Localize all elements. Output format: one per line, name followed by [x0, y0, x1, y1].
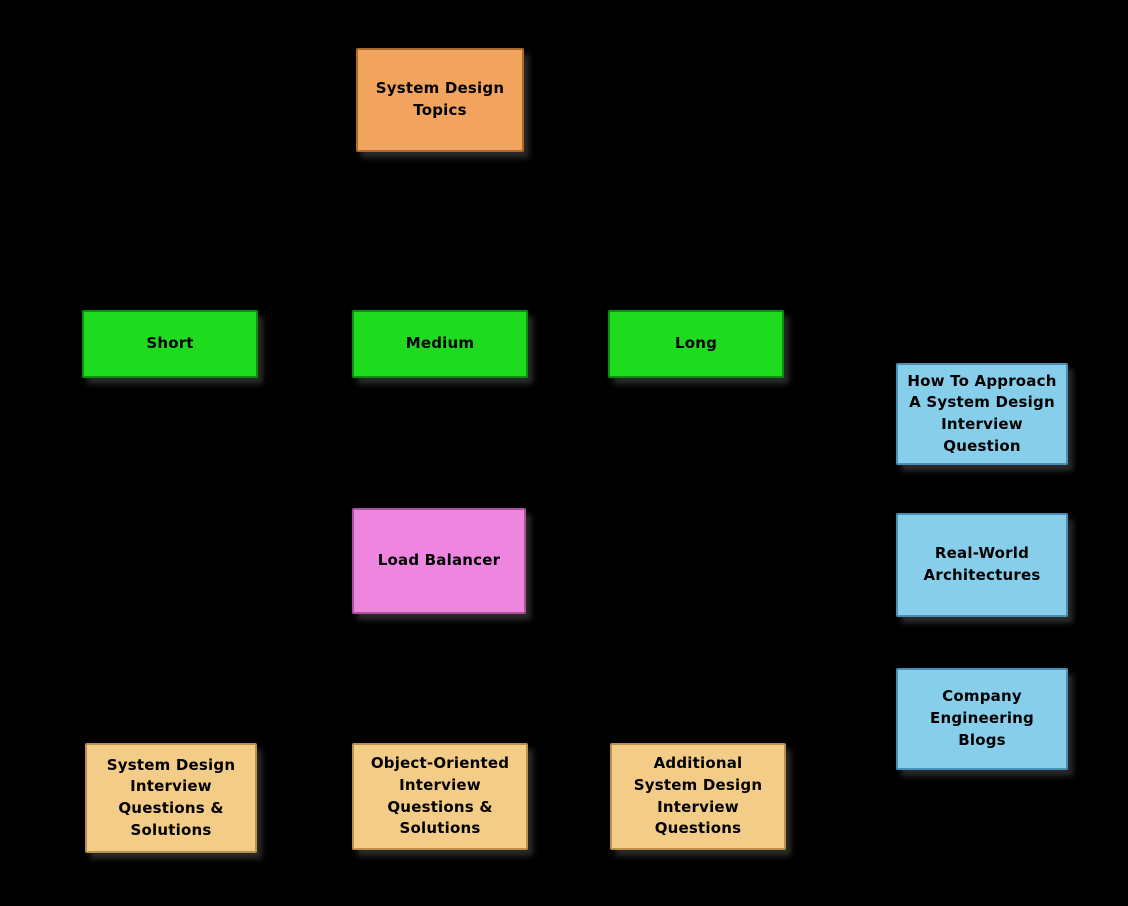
node-object-oriented-interview-questions: Object-Oriented Interview Questions & So… [352, 743, 528, 850]
node-label: Company Engineering Blogs [930, 687, 1034, 749]
node-long: Long [608, 310, 784, 378]
node-label: Object-Oriented Interview Questions & So… [370, 754, 510, 838]
node-label: How To Approach A System Design Intervie… [907, 371, 1057, 455]
node-label: System Design Interview Questions & Solu… [106, 755, 236, 839]
node-real-world-architectures: Real-World Architectures [896, 513, 1068, 617]
node-label: System Design Topics [375, 79, 505, 119]
node-label: Real-World Architectures [923, 544, 1041, 584]
node-system-design-interview-questions: System Design Interview Questions & Solu… [85, 743, 257, 853]
node-how-to-approach-interview-question: How To Approach A System Design Intervie… [896, 363, 1068, 465]
node-additional-system-design-interview-questions: Additional System Design Interview Quest… [610, 743, 786, 850]
node-label: Medium [405, 334, 475, 353]
node-system-design-topics: System Design Topics [356, 48, 524, 152]
node-company-engineering-blogs: Company Engineering Blogs [896, 668, 1068, 770]
node-label: Additional System Design Interview Quest… [633, 754, 763, 838]
node-label: Long [674, 334, 718, 353]
node-label: Short [146, 334, 194, 353]
node-short: Short [82, 310, 258, 378]
node-load-balancer: Load Balancer [352, 508, 526, 614]
node-label: Load Balancer [377, 551, 501, 570]
node-medium: Medium [352, 310, 528, 378]
